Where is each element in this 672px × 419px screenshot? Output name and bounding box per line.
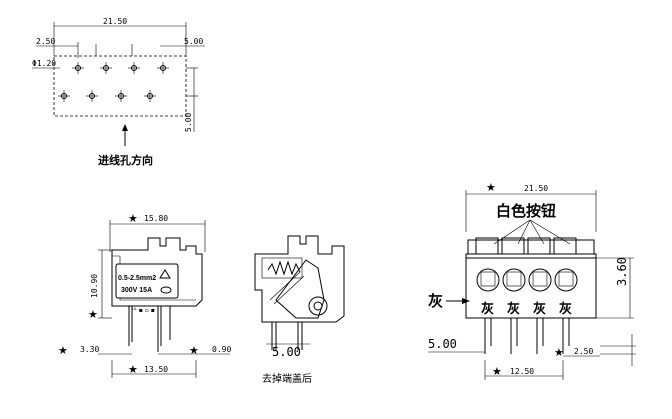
top-dim-left: 2.50: [36, 37, 55, 46]
front-dim-bottom: 12.50: [510, 367, 534, 376]
side-dim-width: 15.80: [144, 214, 168, 223]
button-label-2: 灰: [507, 301, 520, 317]
side-star-top: ★: [128, 212, 138, 225]
cert-mark-icon: [160, 286, 172, 294]
front-star-top: ★: [486, 181, 496, 194]
side-star-bottom: ★: [128, 363, 138, 376]
warning-triangle-icon: [159, 269, 171, 279]
side-label-line1: 0.5-2.5mm2: [118, 275, 156, 282]
side-dim-bottom: 13.50: [144, 365, 168, 374]
front-button-labels: 灰 灰 灰 灰: [481, 301, 572, 317]
front-view: ★ 21.50 白色按钮: [428, 181, 636, 380]
top-view: 21.50 2.50 5.00 Φ1.20: [32, 17, 205, 167]
front-title: 白色按钮: [496, 202, 556, 220]
lever-pivot: [308, 296, 328, 316]
side-star-3-30: ★: [58, 344, 68, 357]
cutaway-view: 5.00 去掉端盖后: [254, 235, 345, 385]
front-dim-right: 3.60: [615, 257, 629, 286]
front-buttons: [475, 237, 578, 292]
top-dim-hole: Φ1.20: [32, 59, 56, 68]
hole-row-lower: [58, 90, 156, 102]
side-star-left: ★: [88, 308, 98, 321]
front-dim-left: 5.00: [428, 337, 457, 351]
front-star-bottom: ★: [492, 365, 502, 378]
side-pins: [128, 306, 171, 352]
front-dim-pitch: 2.50: [574, 347, 593, 356]
spring-coil: [261, 257, 303, 279]
side-dim-height: 10.90: [90, 274, 99, 298]
side-dim-left: 3.30: [80, 345, 99, 354]
side-dim-right: 0.90: [212, 345, 231, 354]
button-label-4: 灰: [559, 301, 572, 317]
front-side-label: 灰: [428, 292, 443, 310]
cutaway-dim-width: 5.00: [272, 345, 301, 359]
top-dim-width: 21.50: [103, 17, 127, 26]
side-label-line2: 300V 15A: [121, 287, 152, 294]
front-star-pitch: ★: [554, 346, 564, 359]
top-dim-vertical: 5.00: [184, 113, 193, 132]
button-label-1: 灰: [481, 301, 494, 317]
top-caption: 进线孔方向: [98, 153, 153, 167]
cutaway-caption: 去掉端盖后: [262, 372, 312, 385]
hole-row-upper: [72, 62, 169, 74]
ul-mark-icon: ᵁᴸ ▪ ▫ ▪: [132, 307, 155, 314]
front-dim-width: 21.50: [524, 184, 548, 193]
front-pins: [484, 318, 570, 354]
side-view: ★ 15.80 0.5-2.5mm2 300V 15A ᵁᴸ ▪ ▫ ▪ 10.…: [58, 212, 231, 378]
top-dim-right: 5.00: [184, 37, 203, 46]
side-star-0-90: ★: [189, 344, 199, 357]
button-label-3: 灰: [533, 301, 546, 317]
